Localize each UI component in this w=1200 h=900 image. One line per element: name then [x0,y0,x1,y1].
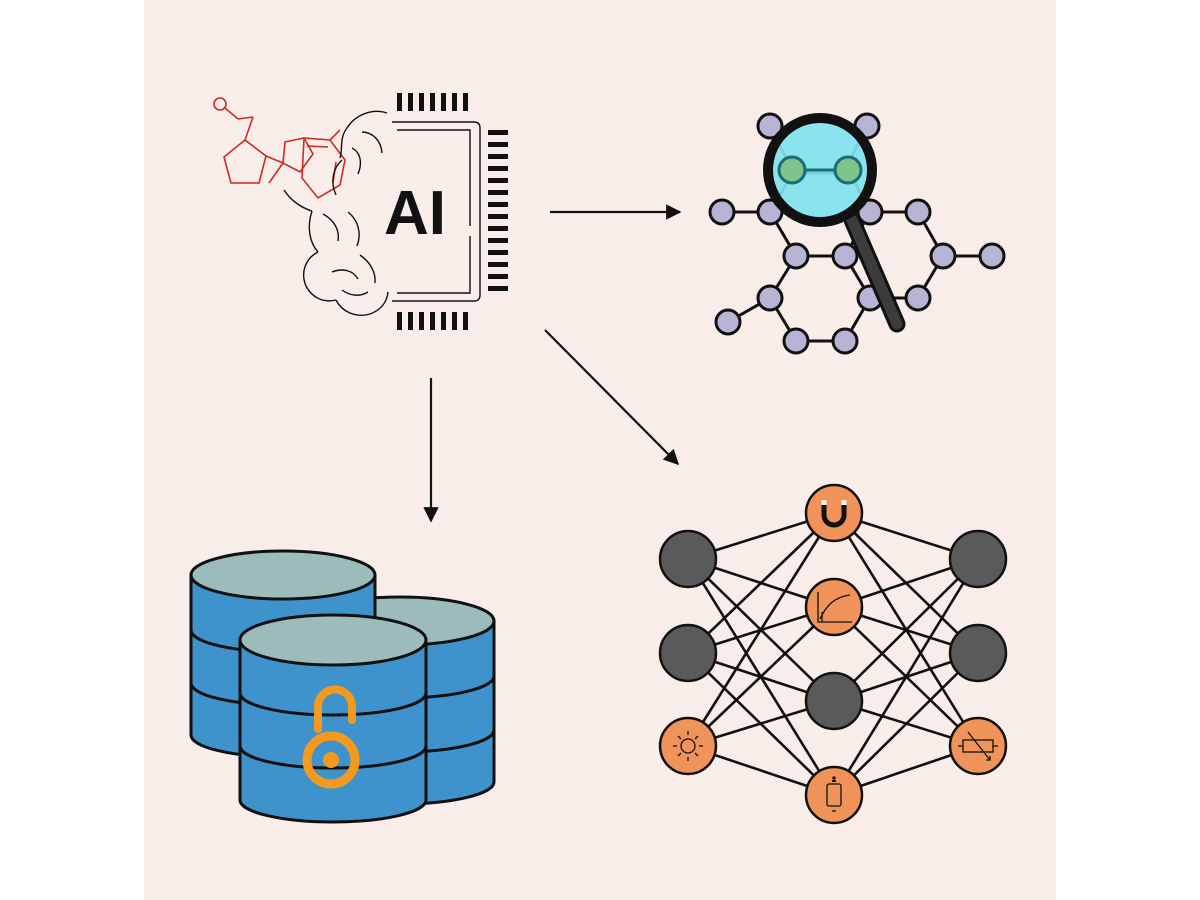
open-access-lock-icon [302,685,360,789]
chip-body [392,121,481,302]
diagram-canvas: AI [144,0,1056,900]
brain-icon [283,110,389,316]
resistor-icon [958,731,998,761]
network-node-hidden-2 [804,577,864,637]
network-node-input-2 [658,623,718,683]
battery-icon [826,776,842,812]
network-node-input-3 [658,716,718,776]
magnet-icon [821,500,847,528]
database-cylinder-front [238,613,428,824]
database-icon [189,549,496,824]
neural-network-icon [658,483,1008,825]
chip-pins-top [397,93,468,111]
light-source-icon [673,731,703,761]
arrows [423,204,682,523]
arrow-to-neural-network [544,329,680,466]
network-node-output-2 [948,623,1008,683]
network-node-output-3 [948,716,1008,776]
curve-plot-icon [817,592,852,623]
ai-source-group: AI [213,93,508,330]
ai-chip-icon: AI [384,93,508,330]
diagram-svg: AI [144,0,1056,900]
network-node-hidden-3 [804,671,864,731]
network-node-hidden-4 [804,765,864,825]
graph-nodes [708,112,1006,355]
magnifier-icon [763,113,906,333]
magnified-bond [777,155,863,185]
network-node-hidden-1 [804,483,864,543]
network-node-input-1 [658,529,718,589]
network-node-output-1 [948,529,1008,589]
chip-pins-right [488,130,508,291]
ai-label: AI [384,179,446,248]
chip-pins-bottom [397,312,468,330]
